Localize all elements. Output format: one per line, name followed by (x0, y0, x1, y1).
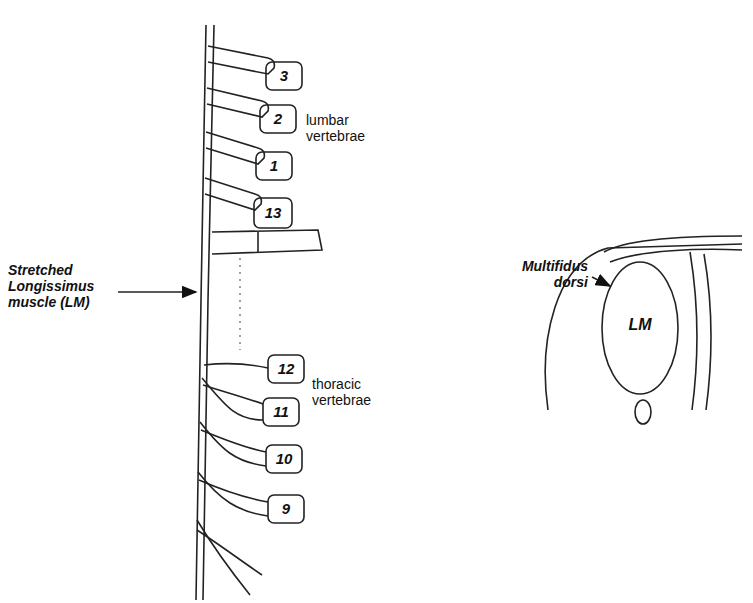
callout-number: 12 (268, 355, 304, 383)
region-label: thoracic vertebrae (312, 376, 392, 408)
muscle-label: LM (615, 316, 665, 334)
muscle-label: Stretched Longissimus muscle (LM) (8, 262, 116, 310)
muscle-label: Multifidus dorsi (500, 258, 588, 290)
callout-number: 1 (256, 152, 292, 180)
callout-number: 10 (266, 445, 302, 473)
callout-number: 11 (263, 398, 299, 426)
callout-number: 2 (260, 105, 296, 133)
callout-number: 13 (254, 199, 292, 227)
callout-number: 3 (266, 62, 302, 90)
callout-number: 9 (268, 495, 304, 523)
region-label: lumbar vertebrae (306, 112, 386, 144)
